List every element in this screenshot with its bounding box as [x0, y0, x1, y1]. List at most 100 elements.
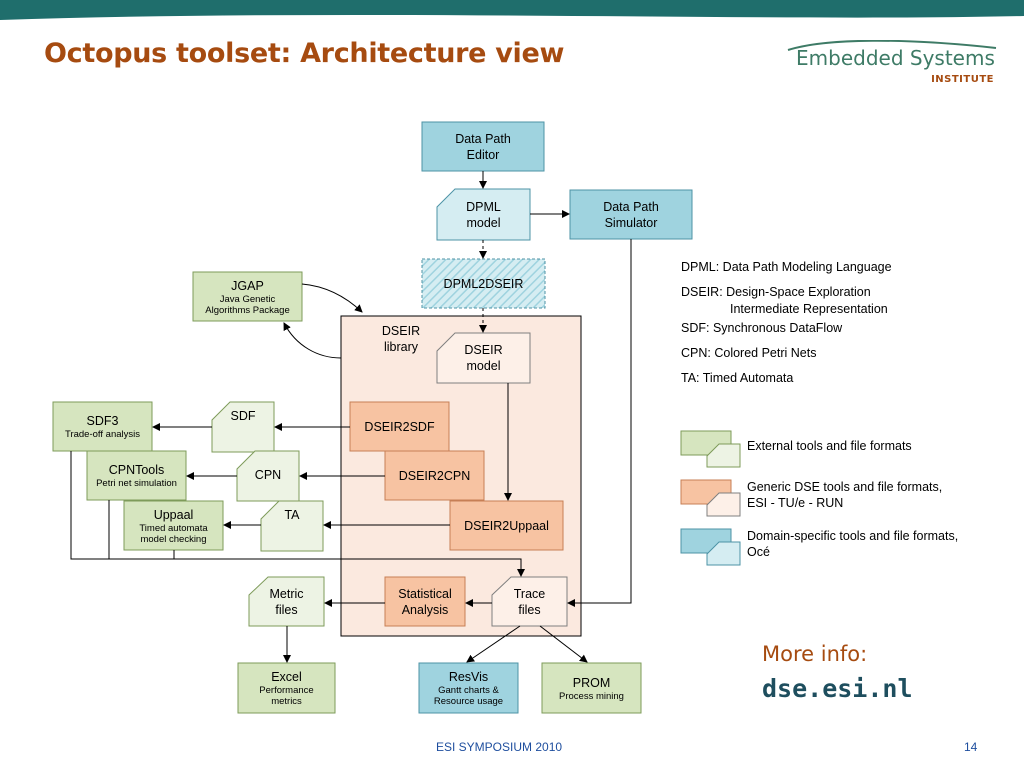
metric-files: Metric files: [249, 577, 324, 626]
resvis: ResVis Gantt charts & Resource usage: [419, 663, 518, 713]
legend-external-line1: External tools and file formats: [747, 439, 912, 453]
esi-logo: Embedded Systems INSTITUTE: [786, 40, 1006, 90]
dseir2cpn-shape: [384, 450, 485, 501]
dseir-model-shape: [436, 332, 531, 384]
excel-title: Excel: [271, 670, 302, 684]
dpml2dseir: DPML2DSEIR: [422, 259, 545, 308]
ta-file-shape: [260, 500, 324, 552]
cpntools-title: CPNTools: [108, 463, 165, 477]
logo-swoosh: [787, 40, 997, 51]
dp-simulator-line1: Data Path: [603, 199, 659, 214]
excel-shape: [237, 662, 336, 714]
legend-generic-label: Generic DSE tools and file formats, ESI …: [747, 479, 942, 511]
ta-label: TA: [284, 508, 300, 522]
dp-editor-line1: Data Path: [455, 131, 511, 146]
more-info-link[interactable]: dse.esi.nl: [762, 674, 913, 703]
top-bar-band: [0, 0, 1024, 20]
arrow-trace-to-prom: [539, 625, 588, 663]
sdf3-sub1: Trade-off analysis: [65, 429, 140, 440]
dseir2uppaal-shape: [449, 500, 564, 551]
dseir-model-line2: model: [466, 359, 501, 373]
top-bar: [0, 0, 1024, 22]
legend-domain-line1: Domain-specific tools and file formats,: [747, 529, 959, 543]
logo-subtext: INSTITUTE: [931, 74, 994, 85]
uppaal: Uppaal Timed automata model checking: [124, 501, 223, 550]
dpml2dseir-shape: [421, 258, 546, 309]
dp-editor-shape: [421, 121, 545, 172]
excel: Excel Performance metrics: [238, 663, 335, 713]
metric-files-line1: Metric: [269, 586, 304, 601]
prom-shape: [541, 662, 642, 714]
sdf3-title: SDF3: [86, 414, 119, 428]
definition-ta: TA: Timed Automata: [681, 371, 794, 385]
jgap-title: JGAP: [231, 278, 264, 293]
sdf3: SDF3 Trade-off analysis: [53, 402, 152, 451]
data-path-simulator: Data Path Simulator: [570, 190, 692, 239]
cpn-file: CPN: [237, 451, 299, 501]
trace-files-line1: Trace: [513, 586, 546, 601]
cpntools-shape: [86, 450, 187, 501]
cpn-label: CPN: [254, 468, 282, 482]
dseir2cpn: DSEIR2CPN: [385, 451, 484, 500]
footer-center: ESI SYMPOSIUM 2010: [436, 740, 563, 754]
prom-sub1: Process mining: [559, 690, 624, 702]
resvis-shape: [418, 662, 519, 714]
prom: PROM Process mining: [542, 663, 641, 713]
definition-dseir-cont: Intermediate Representation: [730, 302, 888, 316]
footer-page-number: 14: [964, 740, 978, 754]
dpml-model: DPML model: [437, 189, 530, 240]
legend-domain-line2: Océ: [747, 545, 770, 559]
uppaal-title: Uppaal: [153, 507, 194, 522]
jgap: JGAP Java Genetic Algorithms Package: [193, 272, 302, 321]
dseir-library-line2: library: [383, 340, 419, 354]
stat-analysis-line2: Analysis: [401, 602, 449, 617]
uppaal-sub1: Timed automata: [139, 522, 208, 534]
dseir2uppaal-label: DSEIR2Uppaal: [464, 518, 549, 533]
dseir-library-line1: DSEIR: [381, 324, 421, 338]
legend-domain-label: Domain-specific tools and file formats, …: [747, 528, 958, 560]
cpntools-sub1: Petri net simulation: [96, 478, 177, 489]
jgap-sub1: Java Genetic: [219, 293, 276, 305]
ta-file: TA: [261, 501, 323, 551]
stat-analysis-shape: [384, 576, 466, 627]
dpml-model-line2: model: [466, 215, 501, 230]
trace-files: Trace files: [492, 577, 567, 626]
jgap-sub2: Algorithms Package: [205, 304, 290, 316]
statistical-analysis: Statistical Analysis: [385, 577, 465, 626]
arrow-library-to-jgap: [283, 322, 342, 359]
more-info-label: More info:: [762, 642, 868, 666]
sdf-file-shape: [211, 401, 275, 453]
jgap-shape: [192, 271, 303, 322]
metric-files-line2: files: [275, 602, 298, 617]
resvis-sub1: Gantt charts &: [438, 685, 499, 696]
logo-text: Embedded Systems: [796, 46, 995, 70]
dseir2cpn-label: DSEIR2CPN: [398, 468, 471, 483]
dp-editor-line2: Editor: [466, 147, 500, 162]
sdf-file: SDF: [212, 402, 274, 452]
line-tools-to-trace: [70, 451, 525, 577]
trace-files-line2: files: [518, 602, 541, 617]
dseir-model-line1: DSEIR: [464, 343, 503, 357]
dseir-model: DSEIR model: [437, 333, 530, 383]
trace-files-shape: [491, 576, 568, 627]
legend-domain-swatch: [680, 528, 741, 566]
resvis-title: ResVis: [448, 670, 489, 684]
dp-simulator-line2: Simulator: [604, 215, 658, 230]
slide-title: Octopus toolset: Architecture view: [44, 38, 565, 69]
definition-sdf: SDF: Synchronous DataFlow: [681, 321, 843, 335]
dpml-model-line1: DPML: [466, 199, 501, 214]
arrow-simulator-to-trace: [567, 239, 632, 607]
uppaal-sub2: model checking: [140, 533, 207, 545]
stat-analysis-line1: Statistical: [398, 586, 452, 601]
legend-external-swatch: [680, 430, 741, 468]
cpntools: CPNTools Petri net simulation: [87, 451, 186, 500]
dseir2sdf-label: DSEIR2SDF: [364, 419, 435, 434]
dseir2uppaal: DSEIR2Uppaal: [450, 501, 563, 550]
cpn-file-shape: [236, 450, 300, 502]
excel-sub2: metrics: [271, 696, 302, 707]
definition-dseir: DSEIR: Design-Space Exploration: [681, 285, 871, 299]
definition-cpn: CPN: Colored Petri Nets: [681, 346, 817, 360]
prom-title: PROM: [572, 675, 611, 690]
dseir-library-label: DSEIR library: [370, 322, 432, 356]
